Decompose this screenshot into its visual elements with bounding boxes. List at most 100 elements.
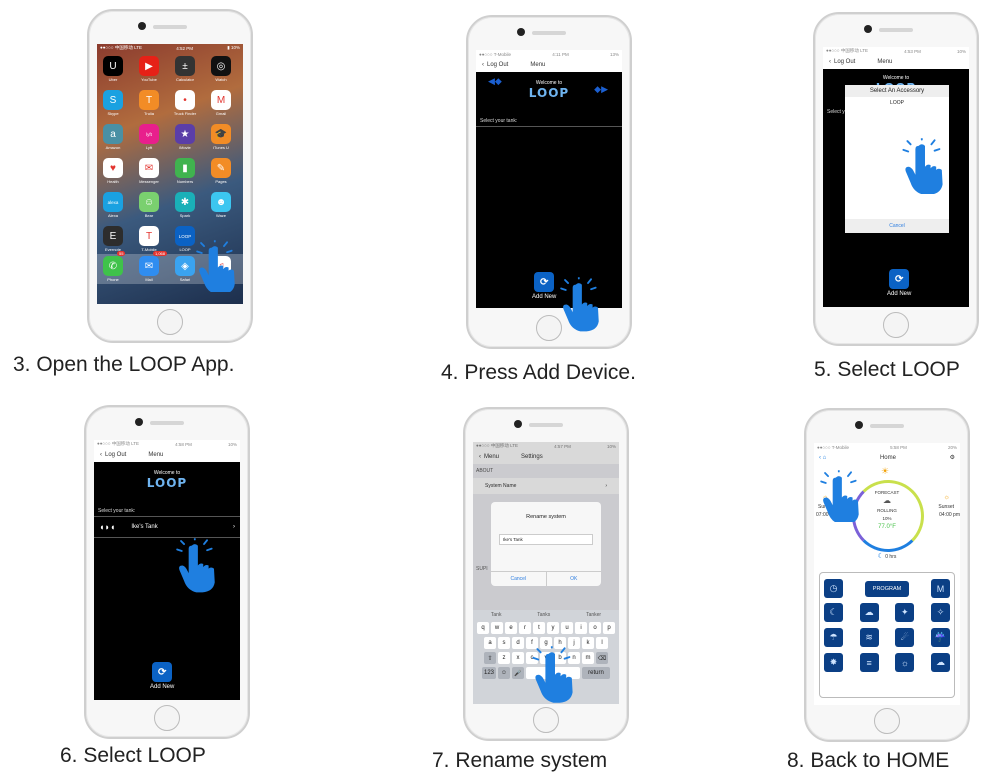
suggestion[interactable]: Tanker (586, 612, 602, 618)
app-icon-waze[interactable]: ☻ (211, 192, 231, 212)
home-button[interactable] (874, 708, 900, 734)
suggestion[interactable]: Tanks (537, 612, 551, 618)
home-button[interactable] (533, 707, 559, 733)
app-icon-truck-finder[interactable]: • (175, 90, 195, 110)
key-a[interactable]: a (484, 637, 496, 649)
m-button[interactable]: M (930, 579, 950, 598)
cloud-mode-icon[interactable]: ☁ (859, 603, 879, 622)
key-d[interactable]: d (512, 637, 524, 649)
dock-icon-mail[interactable]: ✉ (139, 256, 159, 276)
key-q[interactable]: q (477, 622, 489, 634)
key-m[interactable]: m (582, 652, 594, 664)
key-o[interactable]: o (589, 622, 601, 634)
key-h[interactable]: h (554, 637, 566, 649)
key-e[interactable]: e (505, 622, 517, 634)
app-label: Messenger (139, 179, 159, 184)
add-new-button[interactable]: ⟳ Add New (532, 272, 556, 300)
app-icon-spark[interactable]: ✱ (175, 192, 195, 212)
storm-mode-icon[interactable]: ☂ (824, 628, 843, 647)
mic-key[interactable]: 🎤 (512, 667, 524, 679)
app-icon-calculator[interactable]: ± (175, 56, 195, 76)
comet-mode-icon[interactable]: ☄ (895, 628, 915, 647)
app-icon-numbers[interactable]: ▮ (175, 158, 195, 178)
history-icon[interactable]: ◷ (824, 579, 843, 598)
home-button[interactable] (883, 312, 909, 338)
emoji-key[interactable]: ☺ (498, 667, 510, 679)
app-label: Waze (215, 213, 227, 218)
key-b[interactable]: b (554, 652, 566, 664)
log-out-button[interactable]: ‹Log Out (100, 452, 127, 458)
add-new-button[interactable]: ⟳ Add New (887, 269, 911, 297)
rain-mode-icon[interactable]: ☔ (930, 628, 950, 647)
numbers-key[interactable]: 123 (482, 667, 496, 679)
app-icon-watch[interactable]: ◎ (211, 56, 231, 76)
key-y[interactable]: y (547, 622, 559, 634)
tank-row[interactable]: ◖◗◖ Ike's Tank › (94, 517, 240, 537)
menu-back-button[interactable]: ‹Menu (479, 454, 500, 460)
home-button[interactable] (536, 315, 562, 341)
key-k[interactable]: k (582, 637, 594, 649)
rename-input[interactable]: Ike's Tank (499, 534, 593, 545)
key-u[interactable]: u (561, 622, 573, 634)
key-i[interactable]: i (575, 622, 587, 634)
suggestion[interactable]: Tank (490, 612, 502, 618)
sunrise-mode-icon[interactable]: ≡ (859, 653, 879, 672)
key-t[interactable]: t (533, 622, 545, 634)
key-f[interactable]: f (526, 637, 538, 649)
moon-mode-icon[interactable]: ☾ (824, 603, 843, 622)
cancel-button[interactable]: Cancel (845, 219, 949, 233)
add-new-button[interactable]: ⟳ Add New (150, 662, 174, 690)
program-button[interactable]: PROGRAM (864, 580, 910, 597)
app-icon-pages[interactable]: ✎ (211, 158, 231, 178)
key-s[interactable]: s (498, 637, 510, 649)
key-z[interactable]: z (498, 652, 510, 664)
app-icon-skype[interactable]: S (103, 90, 123, 110)
key-w[interactable]: w (491, 622, 503, 634)
app-icon-alexa[interactable]: alexa (103, 192, 123, 212)
key-x[interactable]: x (512, 652, 524, 664)
app-icon-health[interactable]: ♥ (103, 158, 123, 178)
back-icon[interactable]: ‹ ⌂ (819, 454, 827, 461)
cancel-button[interactable]: Cancel (491, 572, 547, 586)
sparkle-mode-icon[interactable]: ✦ (895, 603, 915, 622)
key-r[interactable]: r (519, 622, 531, 634)
dock-icon-phone[interactable]: ✆ (103, 256, 123, 276)
gear-icon[interactable]: ⚙ (949, 455, 955, 461)
backspace-key[interactable]: ⌫ (596, 652, 608, 664)
app-icon-itunes-u[interactable]: 🎓 (211, 124, 231, 144)
log-out-button[interactable]: ‹Log Out (829, 59, 856, 65)
ok-button[interactable]: OK (570, 576, 578, 582)
settings-row[interactable]: System Name› (473, 478, 619, 494)
app-icon-t-mobile[interactable]: T (139, 226, 159, 246)
sun-mode-icon[interactable]: ☼ (895, 653, 915, 672)
key-l[interactable]: l (596, 637, 608, 649)
app-icon-bear[interactable]: ☺ (139, 192, 159, 212)
star-mode-icon[interactable]: ✧ (930, 603, 950, 622)
app-icon-youtube[interactable]: ▶ (139, 56, 159, 76)
app-icon-amazon[interactable]: a (103, 124, 123, 144)
lightning-mode-icon[interactable]: ✸ (824, 653, 843, 672)
key-row: 123 ☺ 🎤 return (473, 667, 619, 679)
home-button[interactable] (157, 309, 183, 335)
app-icon-messenger[interactable]: ✉ (139, 158, 159, 178)
dock-icon-safari[interactable]: ◈ (175, 256, 195, 276)
key-n[interactable]: n (568, 652, 580, 664)
overcast-mode-icon[interactable]: ☁ (930, 653, 950, 672)
wave-mode-icon[interactable]: ≋ (859, 628, 879, 647)
key-j[interactable]: j (568, 637, 580, 649)
log-out-button[interactable]: ‹Log Out (482, 62, 509, 68)
app-icon-uber[interactable]: U (103, 56, 123, 76)
app-icon-gmail[interactable]: M (211, 90, 231, 110)
key-g[interactable]: g (540, 637, 552, 649)
return-key[interactable]: return (582, 667, 610, 679)
shift-key[interactable]: ⇧ (484, 652, 496, 664)
key-p[interactable]: p (603, 622, 615, 634)
key-c[interactable]: c (526, 652, 538, 664)
app-icon-evernote[interactable]: E (103, 226, 123, 246)
app-icon-lyft[interactable]: lyft (139, 124, 159, 144)
accessory-option-loop[interactable]: LOOP (890, 100, 904, 106)
app-icon-loop[interactable]: LOOP (175, 226, 195, 246)
home-button[interactable] (154, 705, 180, 731)
app-icon-trulia[interactable]: T (139, 90, 159, 110)
app-icon-imovie[interactable]: ★ (175, 124, 195, 144)
